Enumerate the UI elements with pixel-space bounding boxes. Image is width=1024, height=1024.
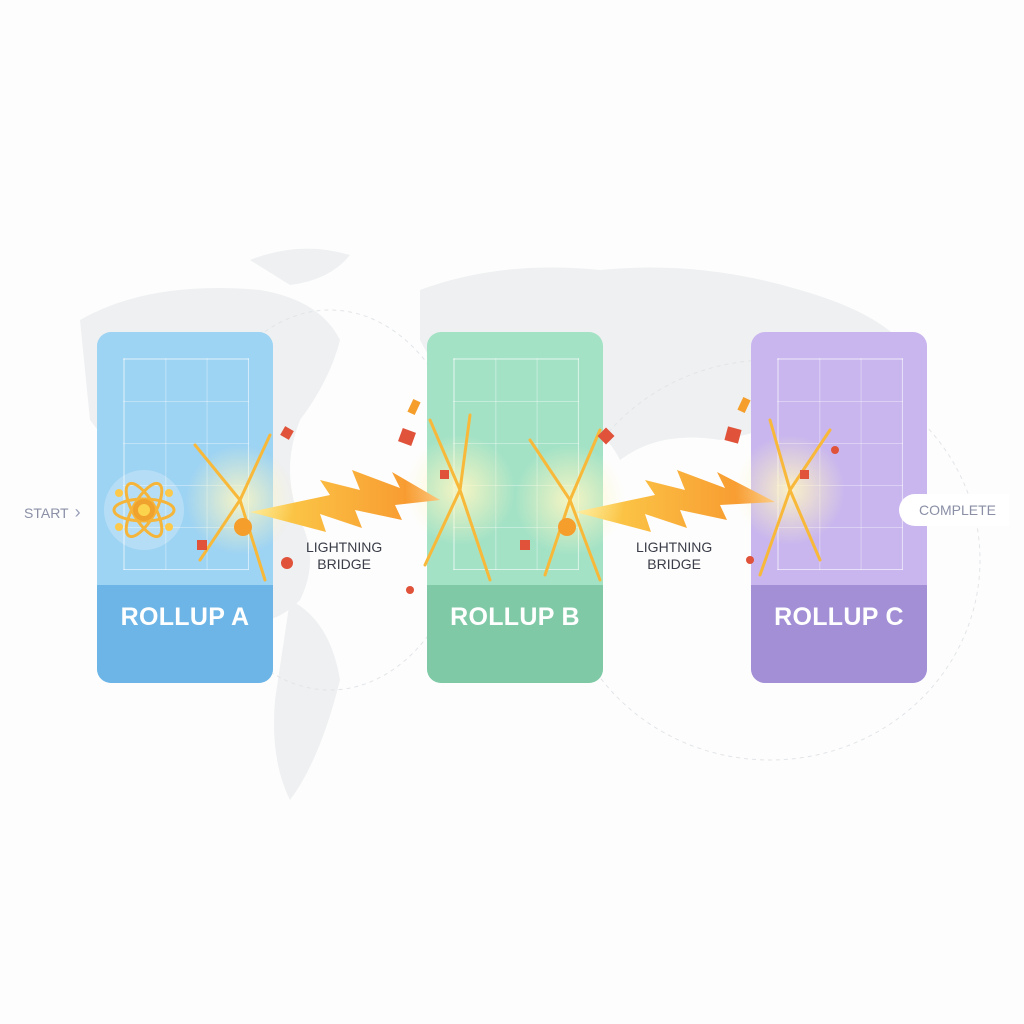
complete-label: COMPLETE [919,502,997,518]
bridge-label-line2: BRIDGE [317,556,371,572]
rollup-footer: ROLLUP A [97,585,273,683]
bridge-label-1: LIGHTNING BRIDGE [306,539,382,573]
rollup-footer: ROLLUP C [751,585,927,683]
bridge-label-line2: BRIDGE [647,556,701,572]
atom-icon [104,470,184,550]
card-grid [453,358,579,570]
rollup-label: ROLLUP A [120,602,250,631]
rollup-label: ROLLUP C [774,602,904,631]
card-grid [777,358,903,570]
bridge-label-line1: LIGHTNING [306,539,383,555]
bridge-label-2: LIGHTNING BRIDGE [636,539,712,573]
start-marker: START › [24,502,81,523]
complete-marker: COMPLETE [899,494,1009,526]
rollup-footer: ROLLUP B [427,585,603,683]
rollup-card-b[interactable]: ROLLUP B [427,332,603,683]
rollup-label: ROLLUP B [450,602,580,631]
chevron-right-icon: › [74,502,81,522]
start-label: START [24,504,69,521]
bridge-label-line1: LIGHTNING [636,539,713,555]
